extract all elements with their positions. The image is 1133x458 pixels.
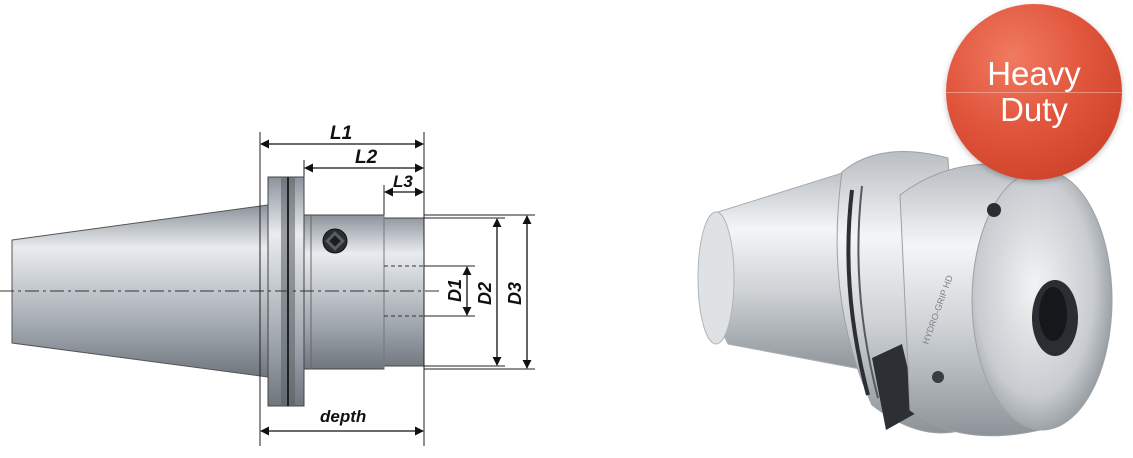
set-screw-icon — [322, 228, 348, 254]
technical-drawing: L1 L2 L3 depth D1 D2 D3 — [0, 123, 535, 446]
holder-body — [303, 214, 425, 370]
label-l3: L3 — [393, 172, 413, 191]
heavy-duty-badge: Heavy Duty — [946, 4, 1122, 180]
label-d3: D3 — [505, 282, 525, 305]
badge-line-1: Heavy — [987, 55, 1081, 92]
label-d2: D2 — [475, 282, 495, 305]
label-d1: D1 — [445, 279, 465, 302]
label-l1: L1 — [330, 123, 352, 144]
label-l2: L2 — [355, 147, 378, 168]
product-photo: HYDRO-GRIP HD — [697, 151, 1113, 437]
label-depth: depth — [320, 407, 366, 426]
badge-line-2: Duty — [1000, 91, 1068, 128]
